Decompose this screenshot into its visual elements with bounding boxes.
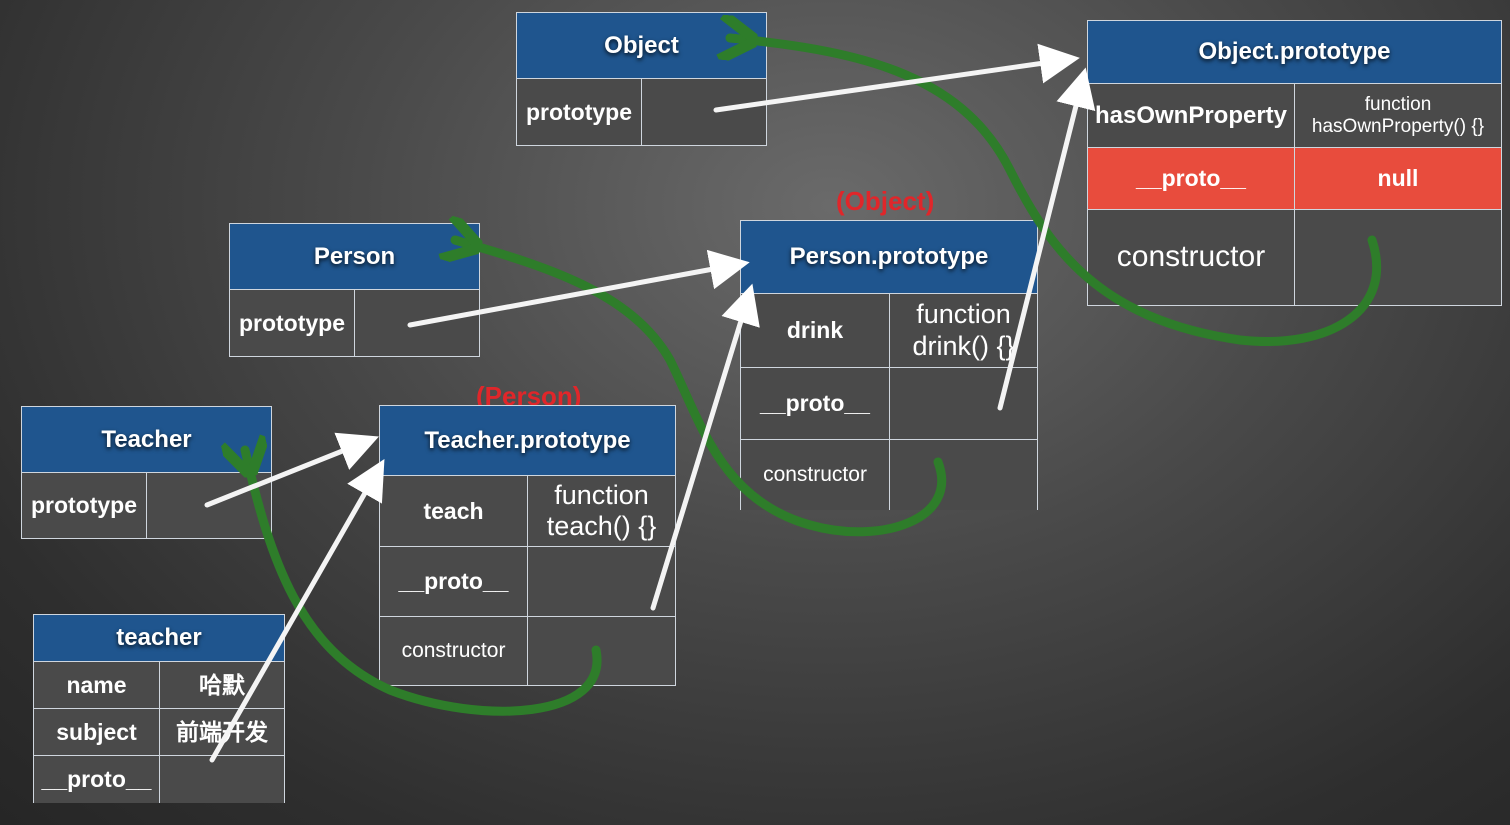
table-row: teach function teach() {} <box>380 476 675 547</box>
table-row: constructor <box>741 440 1037 510</box>
table-row-null: __proto__ null <box>1088 148 1501 210</box>
row-key: prototype <box>230 290 355 356</box>
row-value: null <box>1377 165 1419 192</box>
table-row: __proto__ <box>380 547 675 617</box>
row-key: constructor <box>741 440 890 510</box>
object-table: Object prototype <box>516 12 767 146</box>
table-row: constructor <box>380 617 675 685</box>
person-header: Person <box>230 224 479 290</box>
table-row: drink function drink() {} <box>741 294 1037 368</box>
row-value <box>528 617 675 685</box>
row-key: teach <box>380 476 528 546</box>
person-table: Person prototype <box>229 223 480 357</box>
row-value <box>890 440 1037 510</box>
table-row: __proto__ <box>741 368 1037 440</box>
object-header: Object <box>517 13 766 79</box>
row-key: name <box>34 662 160 708</box>
table-row: hasOwnProperty function hasOwnProperty()… <box>1088 84 1501 148</box>
row-value: function teach() {} <box>546 479 657 541</box>
person-prototype-note: (Object) <box>836 186 935 216</box>
teacher-prototype-table: Teacher.prototype teach function teach()… <box>379 405 676 686</box>
prototype-arrow-object <box>713 43 1080 113</box>
teacher-instance-header: teacher <box>34 615 284 662</box>
row-value: 哈默 <box>199 671 245 698</box>
person-prototype-table: Person.prototype drink function drink() … <box>740 220 1038 510</box>
table-row: name 哈默 <box>34 662 284 709</box>
row-value: function hasOwnProperty() {} <box>1311 93 1485 137</box>
row-key: drink <box>741 294 890 367</box>
teacher-constructor-header: Teacher <box>22 407 271 473</box>
row-value <box>890 368 1037 439</box>
table-row: prototype <box>230 290 479 356</box>
row-value <box>355 290 479 356</box>
row-value <box>642 79 766 145</box>
object-prototype-table: Object.prototype hasOwnProperty function… <box>1087 20 1502 306</box>
teacher-constructor-table: Teacher prototype <box>21 406 272 539</box>
row-key: prototype <box>517 79 642 145</box>
row-value: 前端开发 <box>176 718 268 745</box>
table-row: subject 前端开发 <box>34 709 284 756</box>
teacher-prototype-header: Teacher.prototype <box>380 406 675 476</box>
row-key: prototype <box>22 473 147 538</box>
row-key: __proto__ <box>34 756 160 803</box>
row-key: constructor <box>380 617 528 685</box>
row-key: constructor <box>1088 210 1295 305</box>
row-key: __proto__ <box>1088 148 1295 209</box>
table-row: prototype <box>517 79 766 145</box>
row-value <box>160 756 284 803</box>
teacher-instance-table: teacher name 哈默 subject 前端开发 __proto__ <box>33 614 285 803</box>
table-row: prototype <box>22 473 271 538</box>
person-prototype-header: Person.prototype <box>741 221 1037 294</box>
row-value <box>147 473 271 538</box>
row-value: function drink() {} <box>912 299 1015 361</box>
table-row: __proto__ <box>34 756 284 803</box>
row-key: __proto__ <box>380 547 528 616</box>
row-key: __proto__ <box>741 368 890 439</box>
table-row: constructor <box>1088 210 1501 305</box>
row-key: hasOwnProperty <box>1088 84 1295 147</box>
row-value <box>528 547 675 616</box>
row-key: subject <box>34 709 160 755</box>
row-value <box>1295 210 1501 305</box>
object-prototype-header: Object.prototype <box>1088 21 1501 84</box>
